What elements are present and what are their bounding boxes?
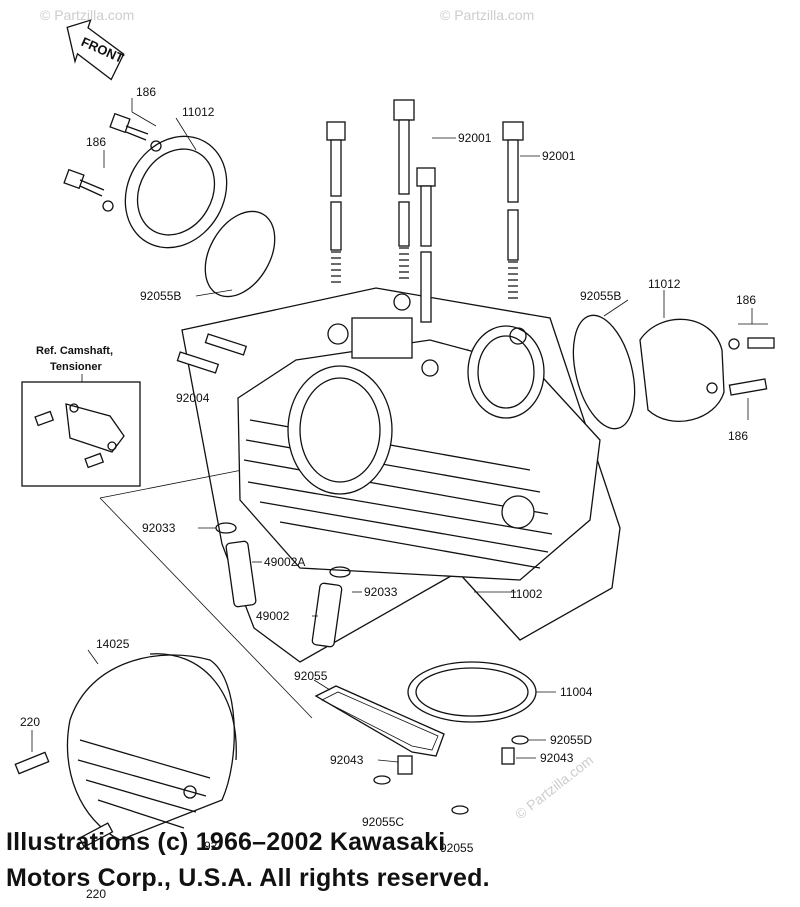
head-bolts [326,99,524,323]
label-186-b: 186 [86,135,106,149]
tensioner-bracket-icon [65,403,125,453]
washer-icon [728,338,740,350]
left-cap-assembly [63,98,276,298]
bolt-186-upper-icon [109,112,162,152]
bolt-92001-3-icon [416,167,436,323]
dowel-92043-a-icon [397,755,413,775]
bolt-icon [34,410,55,427]
bolt-icon [84,452,105,469]
label-186-a: 186 [136,85,156,99]
oring-92055c-icon [373,775,391,785]
label-92055-bottom: 92055 [440,841,474,855]
label-92043-b: 92043 [540,751,574,765]
label-49002a: 49002A [264,555,305,569]
left-port-icon [287,365,393,495]
cover-boundary-line [99,497,313,719]
label-186-c: 186 [736,293,756,307]
bolt-186-right-lower-icon [728,378,768,396]
oring-92055d-icon [511,735,529,745]
label-92055: 92055 [294,669,328,683]
right-port-icon [467,325,545,419]
ref-title-line2: Tensioner [50,361,102,373]
reference-box: Ref. Camshaft, Tensioner [21,345,141,487]
bolts-220 [14,751,114,848]
guide-49002a-icon [225,540,257,608]
bolt-220-b-icon [78,822,114,848]
oring-92055b-left-icon [204,210,276,298]
oring-92055-bottom-icon [451,805,469,815]
watermark-top-right: © Partzilla.com [440,7,534,23]
watermark-top-left: © Partzilla.com [40,7,134,23]
label-cover-gasket: 92 [204,839,218,853]
label-49002: 49002 [256,609,290,623]
cap-11012-left-icon [124,135,228,249]
dowel-92043-b-icon [501,747,515,765]
guide-49002-icon [311,582,343,648]
copyright-line-2: Motors Corp., U.S.A. All rights reserved… [6,864,490,892]
gasket-11004-icon [407,661,537,723]
label-92055b-right: 92055B [580,289,621,303]
bolt-92001-1-icon [326,121,346,283]
ref-title-line1: Ref. Camshaft, [36,345,113,357]
valve-guides [215,522,351,648]
bolt-92001-4-icon [502,121,524,299]
label-11004: 11004 [560,685,593,699]
cap-11012-right-icon [639,318,725,423]
ref-box-leader [99,471,233,499]
label-92055d: 92055D [550,733,592,747]
label-92043-a: 92043 [330,753,364,767]
right-cap-assembly [572,308,775,430]
label-92033-a: 92033 [142,521,176,535]
label-92001-b: 92001 [542,149,576,163]
bolt-220-a-icon [14,751,50,775]
bolt-186-right-upper-icon [747,337,775,349]
label-92001-a: 92001 [458,131,492,145]
oring-92055b-right-icon [572,314,636,430]
leader-lines [31,137,665,763]
gaskets [314,661,537,815]
gasket-92055-icon [314,685,445,757]
label-220-b: 220 [86,887,106,901]
bolt-186-lower-icon [63,168,114,212]
bolt-92001-2-icon [393,99,415,279]
label-92004: 92004 [176,391,210,405]
copyright-line-1: Illustrations (c) 1966–2002 Kawasaki [6,828,446,856]
label-92033-b: 92033 [364,585,398,599]
label-92055c: 92055C [362,815,404,829]
front-arrow-icon: FRONT [66,19,126,81]
ring-92033-b-icon [329,566,351,578]
label-14025: 14025 [96,637,130,651]
label-92055b-left: 92055B [140,289,181,303]
label-11012-left: 11012 [182,105,215,119]
label-220-a: 220 [20,715,40,729]
head-cover-14025-icon [66,653,237,841]
cylinder-head-11002-icon [237,293,601,581]
studs-92004-icon [176,333,248,374]
label-186-d: 186 [728,429,748,443]
label-11012-right: 11012 [648,277,681,291]
part-labels: 186 186 11012 92001 92001 92055B 92055B … [20,85,756,901]
label-11002: 11002 [510,587,543,601]
